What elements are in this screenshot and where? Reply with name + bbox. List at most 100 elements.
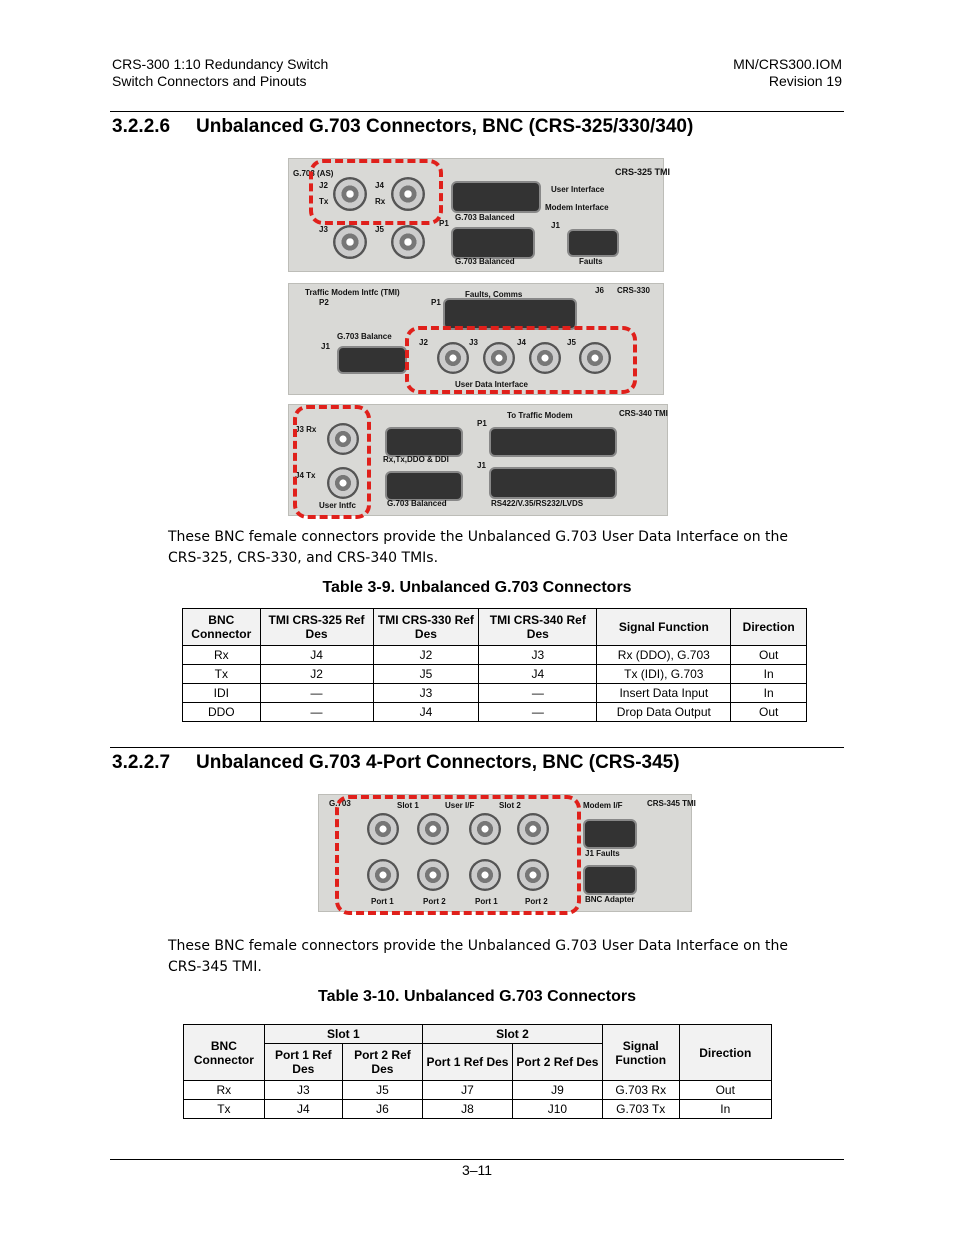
table-header-cell: TMI CRS-340 Ref Des: [478, 608, 598, 646]
dsub-connector-icon: [567, 229, 619, 257]
photo-label: J6: [595, 286, 604, 295]
bnc-connector-icon: [333, 225, 367, 259]
table-header-cell: Port 2 Ref Des: [511, 1043, 603, 1081]
crs-325-panel-photo: G.703 (AS) J2 J4 Tx Rx J3 J5 P1 J1 User …: [288, 158, 670, 272]
table-header-cell: TMI CRS-330 Ref Des: [372, 608, 480, 646]
header-rule: [110, 111, 844, 112]
table-cell: —: [259, 683, 374, 703]
bnc-connector-icon: [333, 177, 367, 211]
header-subtitle: Switch Connectors and Pinouts: [112, 73, 307, 89]
photo-label: Port 2: [525, 897, 548, 906]
table-cell: Rx: [182, 645, 261, 665]
table-row: Rx J3 J5 J7 J9 G.703 Rx Out: [183, 1080, 773, 1100]
dsub-connector-icon: [489, 427, 617, 457]
table-cell: G.703 Rx: [601, 1080, 680, 1100]
photo-label: Port 2: [423, 897, 446, 906]
photo-label: Faults: [579, 257, 603, 266]
table-cell: J10: [511, 1099, 603, 1119]
dsub-connector-icon: [451, 181, 541, 213]
header-title: CRS-300 1:10 Redundancy Switch: [112, 56, 329, 72]
photo-label: P1: [439, 219, 449, 228]
photo-label: J4 Tx: [295, 471, 316, 480]
highlight-callout: [335, 795, 581, 915]
table-row: Tx J4 J6 J8 J10 G.703 Tx In: [183, 1099, 773, 1119]
doc-header-left: CRS-300 1:10 Redundancy Switch Switch Co…: [112, 56, 328, 90]
table-cell: Tx: [183, 1099, 265, 1119]
photo-label: User Interface: [551, 185, 605, 194]
dsub-connector-icon: [489, 467, 617, 499]
table-cell: Tx: [182, 664, 261, 684]
table-cell: J4: [263, 1099, 343, 1119]
bnc-connector-icon: [417, 859, 449, 891]
photo-label: G.703 Balanced: [455, 257, 515, 266]
photo-label: J2: [319, 181, 328, 190]
table-header-cell: Port 1 Ref Des: [422, 1043, 513, 1081]
bnc-connector-icon: [469, 813, 501, 845]
bnc-connector-icon: [517, 859, 549, 891]
table-cell: J4: [372, 702, 480, 722]
photo-label: J3 Rx: [295, 425, 317, 434]
photo-label: J5: [567, 338, 576, 347]
table-cell: J6: [341, 1099, 424, 1119]
photo-label: User Intfc: [319, 501, 356, 510]
header-revision: Revision 19: [768, 73, 842, 89]
photo-label: Modem I/F: [583, 801, 623, 810]
table-header-cell: BNC Connector: [183, 1024, 265, 1081]
table-cell: J2: [372, 645, 480, 665]
table-cell: Insert Data Input: [596, 683, 732, 703]
section-title: Unbalanced G.703 Connectors, BNC (CRS-32…: [196, 116, 694, 137]
bnc-connector-icon: [327, 467, 359, 499]
table-row: Tx J2 J5 J4 Tx (IDI), G.703 In: [182, 664, 807, 684]
table-cell: J3: [263, 1080, 343, 1100]
table-cell: J3: [478, 645, 598, 665]
table-3-10: BNC Connector Slot 1 Slot 2 Signal Funct…: [183, 1024, 773, 1119]
photo-label: G.703 Balanced: [455, 213, 515, 222]
photo-label: J5: [375, 225, 384, 234]
photo-label: J4: [375, 181, 384, 190]
table-cell: Out: [678, 1080, 773, 1100]
table-row: Rx J4 J2 J3 Rx (DDO), G.703 Out: [182, 645, 807, 665]
bnc-connector-icon: [417, 813, 449, 845]
photo-label: Tx: [319, 197, 329, 206]
photo-label: Faults, Comms: [465, 290, 523, 299]
photo-label: User Data Interface: [455, 380, 528, 389]
photo-label: Slot 2: [499, 801, 521, 810]
table-cell: Out: [730, 702, 807, 722]
photo-label: Slot 1: [397, 801, 419, 810]
photo-label: Rx,Tx,DDO & DDI: [383, 455, 449, 464]
photo-label: Rx: [375, 197, 386, 206]
table-cell: J5: [372, 664, 480, 684]
bnc-connector-icon: [327, 423, 359, 455]
table-cell: DDO: [182, 702, 261, 722]
table-header-cell: BNC Connector: [182, 608, 261, 646]
photo-label: P1: [477, 419, 487, 428]
table-cell: J8: [422, 1099, 513, 1119]
page-number: 3–11: [461, 1162, 493, 1178]
photo-label: G.703 Balance: [337, 332, 392, 341]
table-3-10-caption: Table 3-10. Unbalanced G.703 Connectors: [317, 988, 637, 1005]
table-cell: In: [730, 683, 807, 703]
photo-label: J3: [469, 338, 478, 347]
table-header-cell: Slot 1: [263, 1024, 424, 1044]
photo-label: Port 1: [475, 897, 498, 906]
photo-label: To Traffic Modem: [507, 411, 573, 420]
photo-label: P1: [431, 298, 441, 307]
dsub-connector-icon: [385, 427, 463, 457]
table-cell: —: [478, 702, 598, 722]
table-header-cell: Port 2 Ref Des: [341, 1043, 424, 1081]
photo-label: Port 1: [371, 897, 394, 906]
table-cell: Rx: [183, 1080, 265, 1100]
doc-header-right: MN/CRS300.IOM Revision 19: [733, 56, 842, 90]
table-cell: Rx (DDO), G.703: [596, 645, 732, 665]
photo-label: RS422/V.35/RS232/LVDS: [491, 499, 584, 508]
photo-label: J2: [419, 338, 428, 347]
photo-label: CRS-340 TMI: [619, 409, 668, 418]
section-number: 3.2.2.6: [112, 116, 171, 137]
section2-paragraph: These BNC female connectors provide the …: [168, 938, 789, 975]
dsub-connector-icon: [385, 471, 463, 501]
photo-label: User I/F: [445, 801, 475, 810]
dsub-connector-icon: [583, 819, 637, 849]
table-header-row: BNC Connector TMI CRS-325 Ref Des TMI CR…: [182, 608, 807, 646]
footer-rule: [110, 1159, 844, 1160]
crs-330-panel-photo: Traffic Modem Intfc (TMI) Faults, Comms …: [288, 283, 664, 395]
